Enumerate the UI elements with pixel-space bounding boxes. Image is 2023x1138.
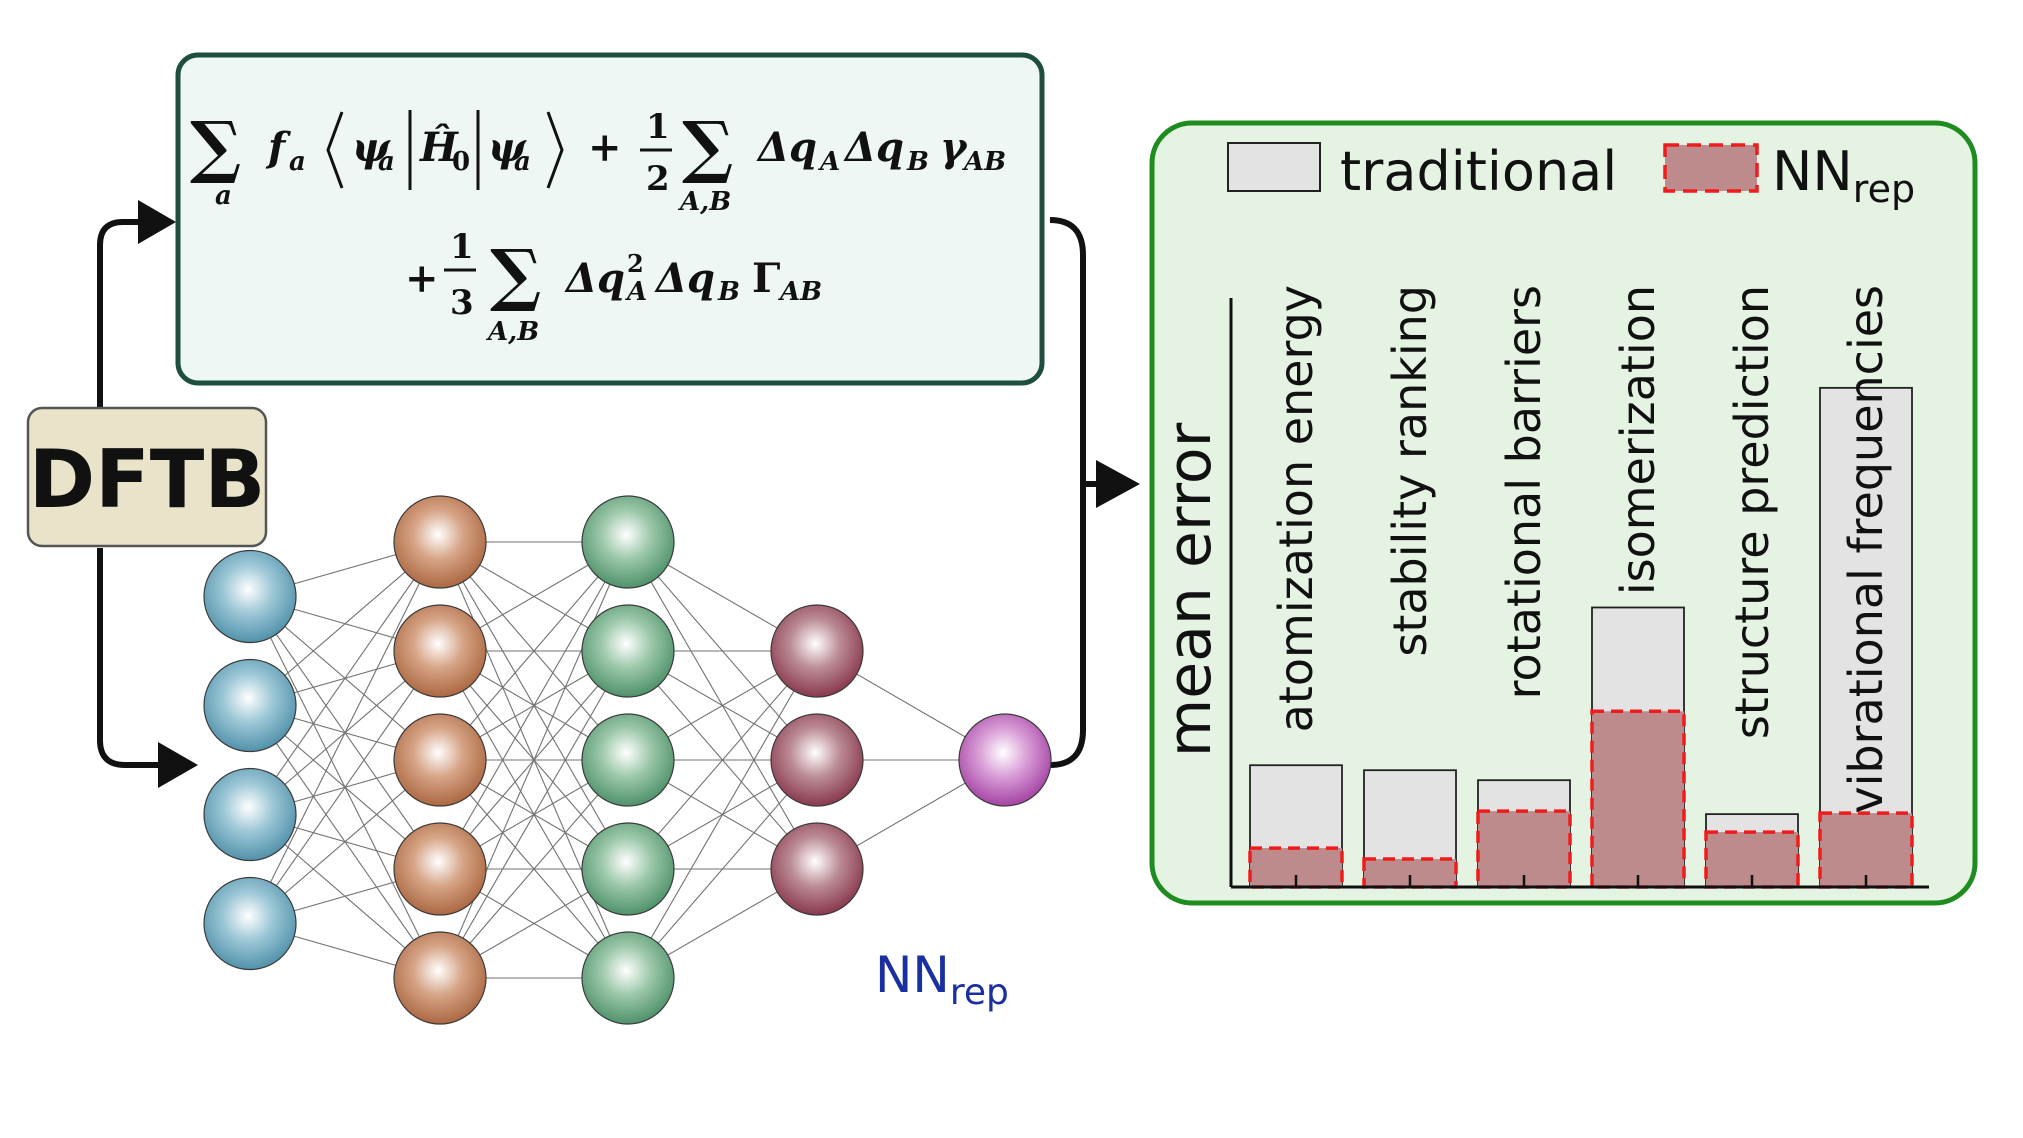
gamma-symbol: γ: [940, 124, 968, 171]
ket-psi-sub: a: [514, 147, 531, 177]
formula-line-2: + 1 3 + ∑ A,B Δq 2 A Δq B Γ AB: [405, 227, 822, 347]
delta-qB2-sub: B: [717, 277, 740, 307]
delta-qA2-sub: A: [624, 277, 647, 307]
category-label-stability-ranking: stability ranking: [1383, 285, 1437, 657]
hidden2-node-2: [581, 713, 675, 807]
category-label-isomerization: isomerization: [1611, 285, 1665, 595]
input-node-3: [203, 876, 297, 971]
chart-panel: [1149, 120, 1978, 906]
dftb-label: DFTB: [29, 433, 266, 526]
hidden1-node-1: [393, 604, 487, 698]
third-num: 1: [450, 227, 474, 267]
output-node-0: [958, 713, 1052, 807]
arrowhead-network: [158, 742, 198, 788]
delta-qB2: Δq: [654, 255, 715, 302]
legend-swatch-traditional: [1227, 142, 1321, 192]
hidden2-node-0: [581, 495, 675, 589]
delta-qB-sub: B: [906, 147, 929, 177]
bar-nnrep-isomerization: [1590, 709, 1686, 889]
y-axis-label: mean error: [1155, 422, 1225, 757]
bar-traditional-vibrational-frequencies: [1819, 386, 1913, 888]
hidden3-node-1: [770, 713, 864, 807]
hidden3-node-2: [770, 822, 864, 916]
delta-qA2: Δq: [564, 255, 625, 302]
hidden1-node-0: [393, 495, 487, 589]
ket-psi: ψ: [488, 124, 527, 171]
hidden1-node-4: [393, 931, 487, 1025]
bra-left: [326, 111, 344, 189]
connection-hidden1-4-hidden2-0: [439, 541, 629, 979]
category-label-atomization-energy: atomization energy: [1269, 285, 1323, 732]
hidden3-node-0: [770, 604, 864, 698]
flow-connectors: [97, 217, 1098, 768]
half-num: 1: [646, 107, 670, 147]
Gamma-sub: AB: [777, 277, 822, 307]
nn-rep-label: NNrep: [875, 946, 1009, 1013]
chart-bars: [1248, 386, 1914, 889]
arrow-to-network: [97, 548, 162, 768]
ket-right: [546, 111, 564, 189]
connection-hidden1-4-hidden2-2: [439, 759, 629, 979]
bra-psi-sub: a: [378, 147, 395, 177]
plus-2: +: [405, 255, 439, 302]
formula-to-chart-connector: [1042, 217, 1086, 768]
sum-symbol-2: ∑: [682, 107, 733, 187]
connection-hidden1-4-hidden2-1: [439, 650, 629, 979]
connection-hidden2-4-hidden3-0: [627, 650, 818, 979]
hamiltonian: Ĥ: [419, 124, 459, 171]
delta-qA2-sup: 2: [627, 249, 644, 278]
connection-hidden1-3-hidden2-0: [439, 541, 629, 870]
sum-symbol-3b: ∑: [490, 235, 541, 315]
input-node-0: [203, 549, 297, 644]
category-labels: atomization energy stability ranking rotat…: [1269, 285, 1893, 814]
connection-hidden2-4-hidden3-1: [627, 759, 818, 979]
legend-swatch-nnrep: [1663, 143, 1759, 193]
bar-nnrep-vibrational-frequencies: [1818, 811, 1914, 889]
connection-hidden1-2-hidden2-0: [439, 541, 629, 761]
neural-network: [203, 495, 1052, 1025]
hidden2-node-4: [581, 931, 675, 1025]
arrowhead-formula: [138, 200, 176, 244]
occupation-sub: a: [289, 147, 306, 177]
legend-label-traditional: traditional: [1340, 140, 1617, 203]
connection-hidden2-3-hidden3-0: [627, 650, 818, 870]
category-label-vibrational-frequencies: vibrational frequencies: [1839, 285, 1893, 814]
hidden1-node-2: [393, 713, 487, 807]
sum-index-2: A,B: [677, 187, 731, 217]
sum-index-3: A,B: [485, 317, 539, 347]
category-label-structure-prediction: structure prediction: [1725, 285, 1779, 739]
connection-input-3-hidden1-1: [249, 650, 441, 924]
half-den: 2: [646, 159, 670, 199]
gamma-sub: AB: [961, 147, 1006, 177]
delta-qA-sub: A: [817, 147, 840, 177]
bra-psi: ψ: [352, 124, 391, 171]
third-den: 3: [450, 283, 474, 323]
plus-1: +: [588, 124, 622, 171]
hidden1-node-3: [393, 822, 487, 916]
sum-symbol: ∑: [190, 107, 241, 187]
input-node-2: [203, 767, 297, 862]
arrowhead-chart: [1096, 460, 1140, 508]
delta-qA: Δq: [756, 124, 817, 171]
hidden2-node-1: [581, 604, 675, 698]
connection-input-2-hidden1-0: [249, 541, 441, 815]
x-ticks: [1294, 875, 1868, 887]
delta-qB: Δq: [843, 124, 904, 171]
input-node-1: [203, 658, 297, 753]
arrow-to-formula: [97, 219, 140, 410]
legend-label-nnrep: NNrep: [1772, 140, 1915, 211]
sum-index: a: [215, 181, 232, 211]
hamiltonian-sub: 0: [452, 147, 470, 177]
connection-input-3-hidden1-0: [249, 541, 441, 924]
arrowheads: [138, 200, 1140, 788]
Gamma-symbol: Γ: [752, 255, 780, 302]
formula-box: [175, 52, 1045, 386]
hidden2-node-3: [581, 822, 675, 916]
category-label-rotational-barriers: rotational barriers: [1497, 285, 1551, 699]
dftb-box: [26, 406, 268, 548]
